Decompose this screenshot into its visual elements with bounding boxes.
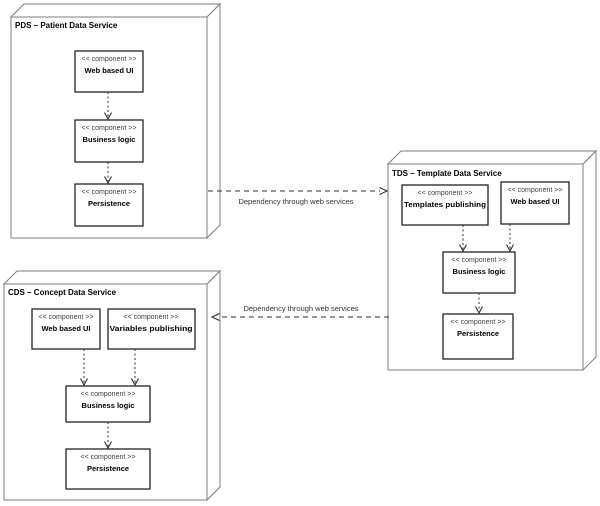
arrowhead-right-icon xyxy=(379,187,389,195)
stereotype-label: << component >> xyxy=(39,314,94,321)
connector-pds-businesslogic-to-persistence[interactable] xyxy=(104,162,112,185)
connector-tds-webui-to-businesslogic[interactable] xyxy=(506,224,514,253)
arrowhead-down-icon xyxy=(459,244,467,253)
component-name: Persistence xyxy=(457,329,499,338)
component-name: Web based UI xyxy=(84,66,133,75)
component-cds-persistence[interactable]: << component >> Persistence xyxy=(65,448,151,490)
component-name: Business logic xyxy=(82,401,135,410)
component-name: Persistence xyxy=(88,199,130,208)
component-cds-web-based-ui[interactable]: << component >> Web based UI xyxy=(31,308,101,350)
node-cds-top-face xyxy=(2,270,222,285)
component-name: Persistence xyxy=(87,464,129,473)
stereotype-label: << component >> xyxy=(82,125,137,132)
connector-tds-businesslogic-to-persistence[interactable] xyxy=(475,293,483,315)
stereotype-label: << component >> xyxy=(82,56,137,63)
arrowhead-left-icon xyxy=(210,313,220,321)
component-tds-templates-publishing[interactable]: << component >> Templates publishing xyxy=(401,184,489,226)
arrowhead-down-icon xyxy=(131,378,139,387)
dependency-pds-to-tds[interactable]: Dependency through web services xyxy=(208,187,389,207)
component-name: Business logic xyxy=(83,135,136,144)
node-tds-right-face xyxy=(582,149,597,372)
dependency-label: Dependency through web services xyxy=(243,304,358,313)
component-cds-business-logic[interactable]: << component >> Business logic xyxy=(65,385,151,423)
component-name: Variables publishing xyxy=(110,324,193,333)
arrowhead-down-icon xyxy=(475,306,483,315)
node-cds-title: CDS – Concept Data Service xyxy=(8,288,117,297)
connector-pds-webui-to-businesslogic[interactable] xyxy=(104,92,112,121)
node-tds-title: TDS – Template Data Service xyxy=(392,169,502,178)
dependency-tds-to-cds[interactable]: Dependency through web services xyxy=(210,304,389,321)
arrowhead-down-icon xyxy=(104,441,112,450)
component-pds-persistence[interactable]: << component >> Persistence xyxy=(74,183,144,227)
component-cds-variables-publishing[interactable]: << component >> Variables publishing xyxy=(107,308,196,350)
connector-cds-webui-to-businesslogic[interactable] xyxy=(80,349,88,387)
component-tds-business-logic[interactable]: << component >> Business logic xyxy=(442,251,516,294)
stereotype-label: << component >> xyxy=(81,454,136,461)
node-cds-right-face xyxy=(206,269,221,502)
arrowhead-down-icon xyxy=(104,176,112,185)
component-tds-persistence[interactable]: << component >> Persistence xyxy=(442,313,514,360)
arrowhead-down-icon xyxy=(80,378,88,387)
stereotype-label: << component >> xyxy=(124,314,179,321)
component-name: Web based UI xyxy=(510,197,559,206)
component-pds-business-logic[interactable]: << component >> Business logic xyxy=(74,119,144,163)
connector-cds-businesslogic-to-persistence[interactable] xyxy=(104,422,112,450)
node-cds[interactable]: CDS – Concept Data Service << component … xyxy=(2,269,222,502)
node-tds-top-face xyxy=(386,150,598,165)
stereotype-label: << component >> xyxy=(82,189,137,196)
arrowhead-down-icon xyxy=(506,244,514,253)
component-name: Templates publishing xyxy=(404,200,486,209)
component-pds-web-based-ui[interactable]: << component >> Web based UI xyxy=(74,50,144,93)
stereotype-label: << component >> xyxy=(452,257,507,264)
connector-cds-variables-to-businesslogic[interactable] xyxy=(131,349,139,387)
component-name: Business logic xyxy=(453,267,506,276)
component-name: Web based UI xyxy=(41,324,90,333)
stereotype-label: << component >> xyxy=(451,319,506,326)
stereotype-label: << component >> xyxy=(418,190,473,197)
node-pds-top-face xyxy=(9,3,222,18)
component-tds-web-based-ui[interactable]: << component >> Web based UI xyxy=(500,181,570,225)
dependency-label: Dependency through web services xyxy=(238,197,353,206)
stereotype-label: << component >> xyxy=(508,187,563,194)
node-pds-title: PDS – Patient Data Service xyxy=(15,21,118,30)
stereotype-label: << component >> xyxy=(81,391,136,398)
node-pds[interactable]: PDS – Patient Data Service << component … xyxy=(9,2,222,240)
node-tds[interactable]: TDS – Template Data Service << component… xyxy=(386,149,598,372)
arrowhead-down-icon xyxy=(104,112,112,121)
node-pds-right-face xyxy=(206,2,221,240)
connector-tds-templates-to-businesslogic[interactable] xyxy=(459,225,467,253)
